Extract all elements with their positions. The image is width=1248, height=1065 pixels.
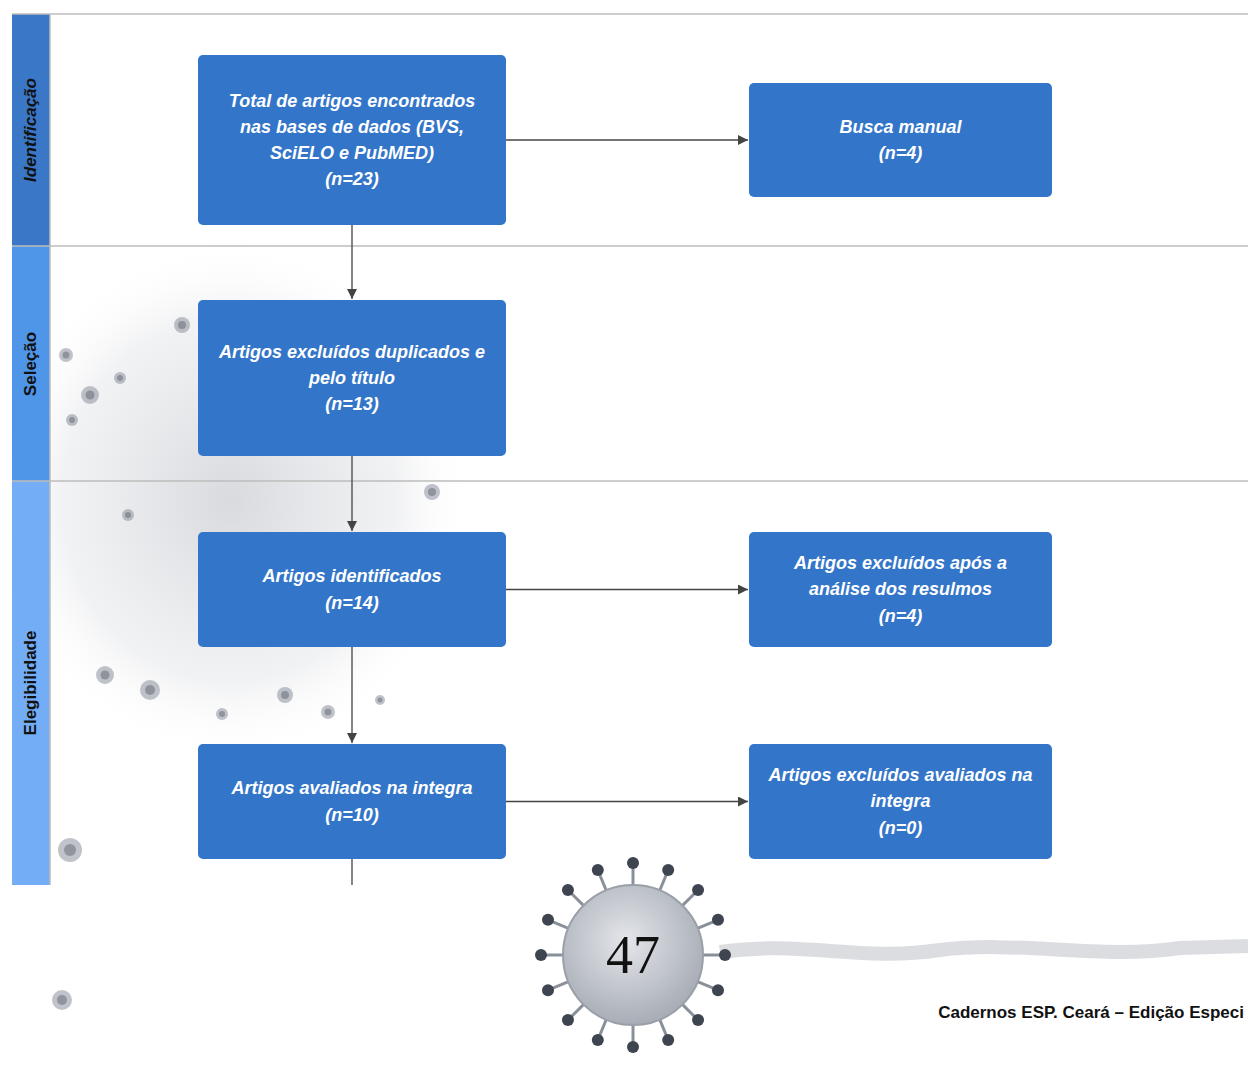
lane-band: Seleção xyxy=(12,246,50,481)
box-text: (n=13) xyxy=(325,391,379,417)
box-text: Busca manual xyxy=(839,114,961,140)
flow-arrow xyxy=(351,225,352,299)
lane-title: Seleção xyxy=(21,331,41,395)
box-text: Total de artigos encontrados nas bases d… xyxy=(214,88,490,166)
process-box: Artigos excluídos avaliados na integra(n… xyxy=(749,744,1052,859)
footer-text: Cadernos ESP. Ceará – Edição Especi xyxy=(938,1003,1244,1023)
virus-illustration xyxy=(535,857,731,1053)
lane-band: Elegibilidade xyxy=(12,481,50,885)
box-text: (n=23) xyxy=(325,166,379,192)
process-box: Artigos excluídos após a análise dos res… xyxy=(749,532,1052,647)
lane-band: Identificação xyxy=(12,14,50,246)
page-number: 47 xyxy=(606,924,660,986)
flow-arrow xyxy=(506,801,748,802)
lane-divider xyxy=(12,13,1248,15)
lane-divider xyxy=(12,245,1248,247)
box-text: Artigos excluídos avaliados na integra xyxy=(765,762,1036,814)
box-text: Artigos excluídos duplicados e pelo títu… xyxy=(214,339,490,391)
box-text: (n=4) xyxy=(879,603,923,629)
box-text: (n=10) xyxy=(325,802,379,828)
box-text: Artigos identificados xyxy=(262,563,441,589)
box-text: (n=4) xyxy=(879,140,923,166)
lane-title: Identificação xyxy=(21,78,41,182)
lane-divider xyxy=(49,14,51,885)
box-text: (n=14) xyxy=(325,590,379,616)
process-box: Total de artigos encontrados nas bases d… xyxy=(198,55,506,225)
lane-fill xyxy=(12,246,50,481)
flow-arrow xyxy=(351,647,352,743)
lane-fill xyxy=(12,481,50,885)
lane-title: Elegibilidade xyxy=(21,631,41,736)
process-box: Busca manual(n=4) xyxy=(749,83,1052,197)
lane-divider xyxy=(12,480,1248,482)
box-text: Artigos avaliados na integra xyxy=(231,775,472,801)
decor-stripe xyxy=(720,946,1248,954)
process-box: Artigos avaliados na integra(n=10) xyxy=(198,744,506,859)
flow-arrow xyxy=(506,589,748,590)
box-text: Artigos excluídos após a análise dos res… xyxy=(765,550,1036,602)
lane-fill xyxy=(12,14,50,246)
box-text: (n=0) xyxy=(879,815,923,841)
process-box: Artigos identificados(n=14) xyxy=(198,532,506,647)
flow-arrow xyxy=(506,139,748,140)
process-box: Artigos excluídos duplicados e pelo títu… xyxy=(198,300,506,456)
continuation-line xyxy=(351,859,352,885)
flow-arrow xyxy=(351,456,352,531)
